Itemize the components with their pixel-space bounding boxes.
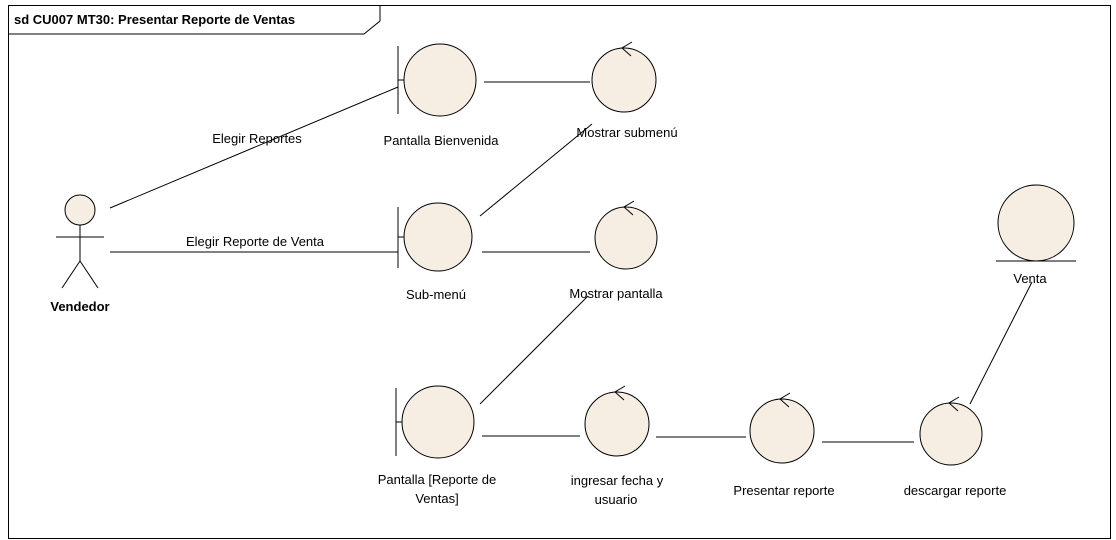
control-label-descargar-reporte: descargar reporte <box>904 483 1007 498</box>
control-ingresar-fecha <box>584 385 650 457</box>
control-circle <box>584 391 650 457</box>
control-arrow <box>621 41 633 57</box>
link-vendedor-bienvenida <box>109 86 399 209</box>
frame-title: sd CU007 MT30: Presentar Reporte de Vent… <box>14 12 295 27</box>
boundary-circle <box>403 43 477 117</box>
message-elegir-reportes: Elegir Reportes <box>212 131 302 146</box>
boundary-label-submenu: Sub-menú <box>406 287 466 302</box>
link-reporte-mostrar-pantalla <box>479 295 589 405</box>
boundary-label-bienvenida: Pantalla Bienvenida <box>384 133 500 148</box>
entity-circle <box>997 184 1075 262</box>
control-circle <box>749 398 815 464</box>
control-label-ingresar-line1: ingresar fecha y <box>571 473 664 488</box>
actor-head <box>64 194 96 226</box>
control-arrow <box>623 200 635 216</box>
control-arrow <box>614 385 626 401</box>
boundary-label-reporte-line1: Pantalla [Reporte de <box>378 472 497 487</box>
frame-title-tab <box>8 5 381 35</box>
control-mostrar-pantalla <box>594 200 658 270</box>
control-label-mostrar-submenu: Mostrar submenú <box>576 125 677 140</box>
boundary-submenu <box>397 202 473 272</box>
actor-left-leg <box>61 260 81 289</box>
link-submenu-mostrar-submenu <box>479 123 593 217</box>
boundary-circle <box>403 202 473 272</box>
boundary-circle <box>401 385 475 459</box>
entity-venta <box>996 184 1076 262</box>
link-descargar-venta <box>969 281 1033 405</box>
actor-name: Vendedor <box>50 299 109 314</box>
control-presentar-reporte <box>749 392 815 464</box>
control-arrow <box>779 392 791 408</box>
control-descargar-reporte <box>919 396 983 466</box>
message-elegir-reporte-venta: Elegir Reporte de Venta <box>186 234 325 249</box>
actor-right-leg <box>79 260 99 289</box>
diagram-frame <box>8 5 1111 539</box>
boundary-label-reporte-line2: Ventas] <box>415 491 458 506</box>
control-label-ingresar-line2: usuario <box>595 492 638 507</box>
control-circle <box>919 402 983 466</box>
control-label-presentar-reporte: Presentar reporte <box>733 483 834 498</box>
boundary-pantalla-bienvenida <box>397 43 477 117</box>
control-label-mostrar-pantalla: Mostrar pantalla <box>569 286 663 301</box>
control-circle <box>591 47 657 113</box>
control-circle <box>594 206 658 270</box>
control-mostrar-submenu <box>591 41 657 113</box>
control-arrow <box>948 396 960 412</box>
boundary-pantalla-reporte <box>395 385 475 459</box>
actor-vendedor <box>56 194 104 289</box>
entity-label-venta: Venta <box>1013 271 1047 286</box>
